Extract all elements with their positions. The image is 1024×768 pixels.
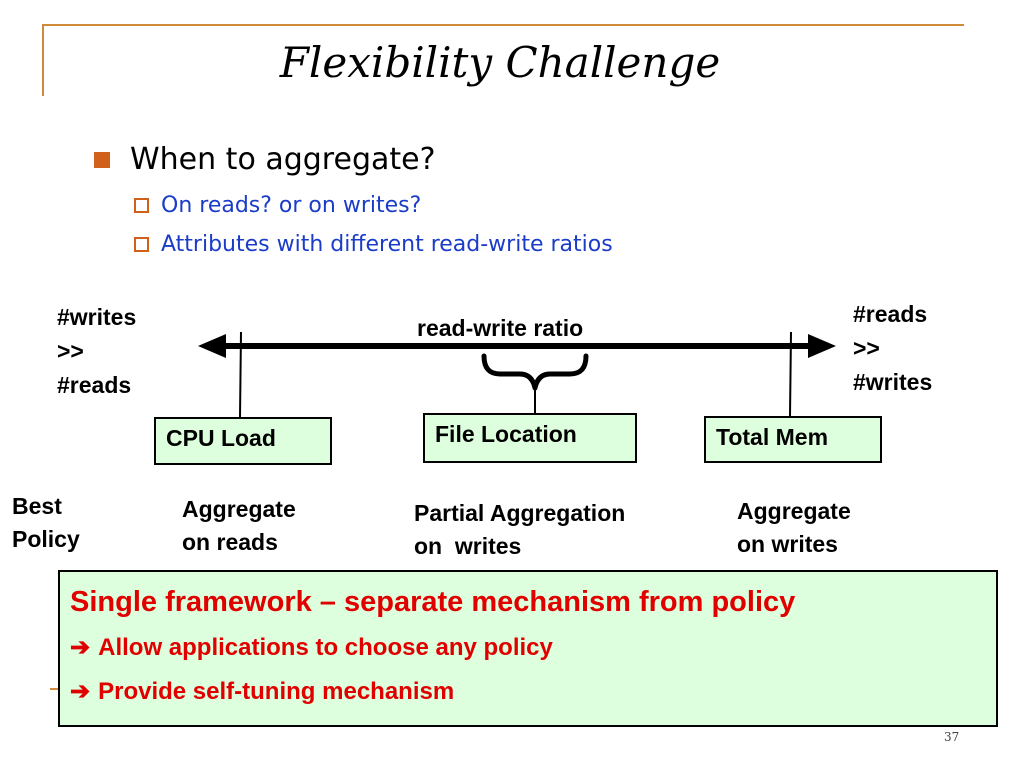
arrow-right-icon: ➔ — [70, 634, 91, 661]
ratio-label: read-write ratio — [417, 315, 584, 341]
file-location-box: File Location — [423, 413, 637, 463]
right-arrowhead-icon — [808, 334, 836, 358]
left-label-line: #writes — [57, 304, 137, 330]
hollow-square-bullet-icon — [134, 237, 149, 252]
policy-partial-line: Partial Aggregation — [414, 500, 626, 526]
curly-brace-icon — [481, 353, 589, 391]
main-bullet: When to aggregate? — [94, 142, 436, 177]
cpu-connector — [239, 331, 242, 418]
best-policy-label: Best Policy — [12, 490, 80, 556]
aggregate-on-writes: Aggregate on writes — [737, 495, 851, 561]
frame-left-rule — [42, 24, 44, 96]
sub-bullet-2-text: Attributes with different read-write rat… — [161, 232, 613, 257]
right-axis-label: #reads >> #writes — [853, 297, 932, 399]
left-arrowhead-icon — [198, 334, 226, 358]
policy-writes-line: on writes — [737, 531, 838, 557]
partial-aggregation: Partial Aggregation on writes — [414, 497, 625, 563]
policy-writes-line: Aggregate — [737, 498, 851, 524]
mem-connector — [789, 331, 792, 417]
sub-bullet-1-text: On reads? or on writes? — [161, 193, 422, 218]
frame-bottom-tick — [50, 688, 62, 690]
summary-box: Single framework – separate mechanism fr… — [58, 570, 998, 727]
summary-line-1: ➔ Allow applications to choose any policy — [70, 630, 986, 666]
best-policy-line: Policy — [12, 526, 80, 552]
policy-partial-line: on writes — [414, 533, 522, 559]
cpu-load-box: CPU Load — [154, 417, 332, 465]
square-bullet-icon — [94, 151, 110, 168]
sub-bullet-2: Attributes with different read-write rat… — [134, 232, 613, 257]
summary-line-1-text: Allow applications to choose any policy — [98, 634, 553, 661]
total-mem-box: Total Mem — [704, 416, 882, 463]
summary-heading: Single framework – separate mechanism fr… — [70, 586, 796, 618]
hollow-square-bullet-icon — [134, 198, 149, 213]
policy-reads-line: Aggregate — [182, 496, 296, 522]
summary-line-2: ➔ Provide self-tuning mechanism — [70, 674, 986, 710]
policy-reads-line: on reads — [182, 529, 278, 555]
main-bullet-text: When to aggregate? — [130, 142, 436, 177]
summary-line-2-text: Provide self-tuning mechanism — [98, 678, 455, 705]
left-axis-label: #writes >> #reads — [57, 300, 136, 402]
frame-top-rule — [42, 24, 964, 26]
slide-title: Flexibility Challenge — [279, 38, 721, 87]
right-label-line: #reads — [853, 301, 928, 327]
page-number: 37 — [944, 730, 960, 744]
sub-bullet-1: On reads? or on writes? — [134, 193, 421, 218]
best-policy-line: Best — [12, 493, 62, 519]
left-label-line: #reads — [57, 372, 132, 398]
arrow-right-icon: ➔ — [70, 678, 91, 705]
aggregate-on-reads: Aggregate on reads — [182, 493, 296, 559]
right-label-line: >> — [853, 335, 880, 361]
left-label-line: >> — [57, 338, 84, 364]
right-label-line: #writes — [853, 369, 933, 395]
